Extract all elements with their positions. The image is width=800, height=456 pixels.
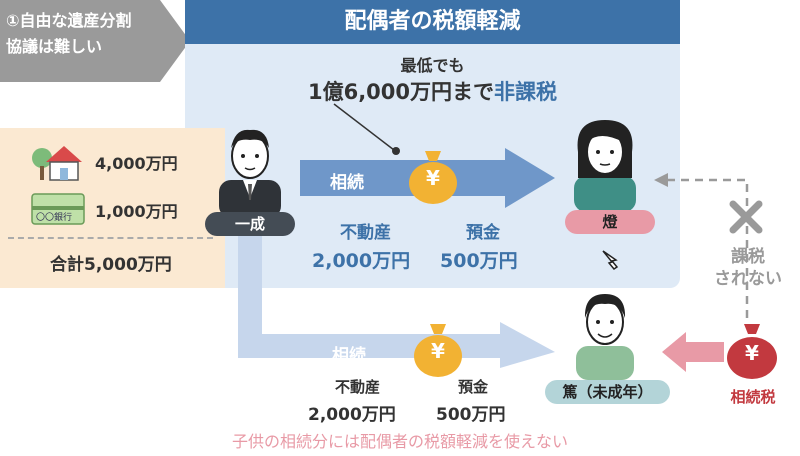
spouse-deposit-label: 預金 [466, 223, 500, 243]
spouse-name: 燈 [565, 210, 655, 234]
footer-caption: 子供の相続分には配偶者の税額軽減を使えない [231, 432, 568, 451]
spouse-realestate-value: 2,000万円 [312, 250, 411, 272]
child-realestate-value: 2,000万円 [308, 405, 396, 425]
realestate-total: 4,000万円 [95, 154, 178, 173]
spouse-arrow-label: 相続 [330, 173, 364, 193]
child-deposit-label: 預金 [458, 378, 489, 396]
note-highlight: 非課税 [494, 80, 558, 104]
tax-arrow [662, 332, 724, 372]
yen-symbol: ¥ [426, 166, 440, 190]
section-badge: ①自由な遺産分割 協議は難しい [0, 0, 190, 82]
spouse-deposit-value: 500万円 [440, 250, 518, 272]
tax-label: 相続税 [730, 388, 776, 406]
house-icon [32, 146, 82, 181]
child-realestate-label: 不動産 [335, 378, 381, 396]
tax-yen-symbol: ¥ [745, 341, 759, 365]
child-inherit-arrow [238, 236, 555, 368]
bank-name: 〇〇銀行 [36, 213, 73, 223]
spouse-realestate-label: 不動産 [340, 223, 391, 243]
cross-icon [729, 200, 763, 234]
note-line-2: 1億6,000万円まで非課税 [185, 76, 680, 106]
child-arrow-label: 相続 [332, 346, 366, 366]
callout-line [333, 103, 400, 155]
note-line-1: 最低でも [400, 56, 465, 75]
note-amount: 1億6,000万円まで [307, 80, 495, 104]
estate-total: 合計5,000万円 [50, 255, 172, 275]
no-tax-note: 課税 されない [696, 246, 800, 290]
child-money-bag-icon [414, 324, 462, 377]
badge-line-2: 協議は難しい [6, 37, 103, 56]
no-tax-line-2: されない [714, 269, 782, 289]
tax-money-bag-icon [727, 324, 777, 379]
no-tax-line-1: 課税 [731, 247, 765, 267]
child-avatar [576, 294, 634, 380]
child-name: 篤（未成年） [545, 380, 670, 404]
no-tax-arrow [654, 173, 749, 318]
money-bag-icon [409, 151, 457, 204]
child-deposit-value: 500万円 [436, 405, 506, 425]
father-avatar [219, 129, 281, 218]
deposit-total: 1,000万円 [95, 202, 178, 221]
panel-title: 配偶者の税額軽減 [185, 0, 680, 44]
badge-line-1: ①自由な遺産分割 [6, 11, 132, 30]
total-divider [8, 237, 213, 239]
child-yen-symbol: ¥ [431, 339, 445, 363]
father-name: 一成 [205, 212, 295, 236]
bankbook-icon [31, 193, 85, 225]
cursor-icon [602, 250, 619, 270]
spouse-avatar [574, 120, 636, 212]
